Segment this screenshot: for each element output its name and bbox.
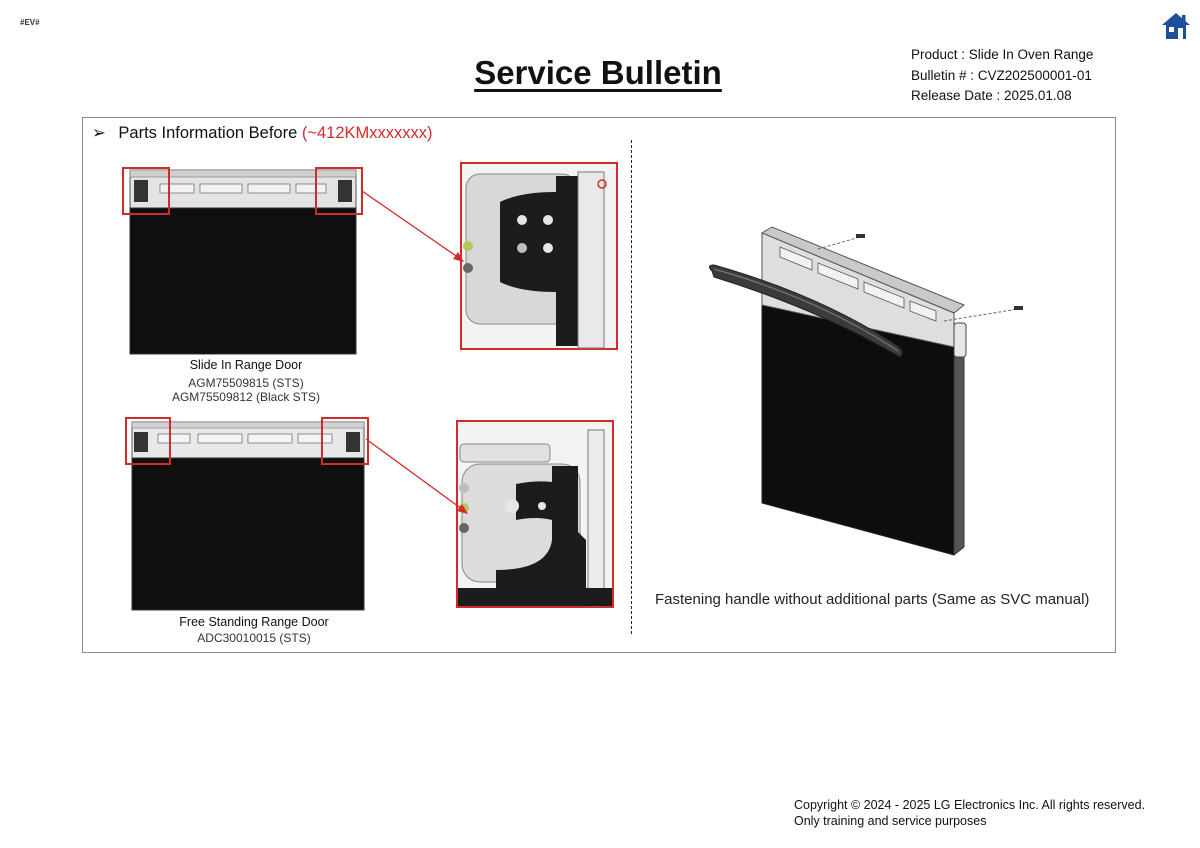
section-divider bbox=[631, 140, 632, 634]
assembly-note: Fastening handle without additional part… bbox=[655, 591, 1090, 608]
usage-purpose-text: Only training and service purposes bbox=[794, 814, 987, 828]
part-code: AGM75509815 (STS) bbox=[188, 376, 304, 390]
copyright-text: Copyright © 2024 - 2025 LG Electronics I… bbox=[794, 798, 1146, 812]
footer: Copyright © 2024 - 2025 LG Electronics I… bbox=[794, 797, 1145, 829]
free-standing-door-caption: Free Standing Range Door ADC30010015 (ST… bbox=[162, 615, 346, 645]
page-title: Service Bulletin bbox=[474, 54, 722, 91]
part-code: ADC30010015 (STS) bbox=[197, 631, 311, 645]
slide-in-bracket-detail bbox=[460, 162, 618, 350]
bullet-arrow-icon: ➢ bbox=[92, 124, 106, 142]
section-heading: ➢ Parts Information Before (~412KMxxxxxx… bbox=[92, 123, 433, 143]
bulletin-number: Bulletin # : CVZ202500001-01 bbox=[911, 67, 1092, 83]
free-standing-door-drawing bbox=[125, 417, 369, 611]
part-name: Slide In Range Door bbox=[189, 358, 303, 372]
part-name: Free Standing Range Door bbox=[179, 615, 329, 629]
document-tag: #EV# bbox=[20, 18, 40, 27]
serial-range-highlight: (~412KMxxxxxxx) bbox=[301, 124, 433, 142]
slide-in-door-caption: Slide In Range Door AGM75509815 (STS) AG… bbox=[158, 358, 334, 404]
content-panel bbox=[82, 117, 1116, 653]
door-handle-assembly-drawing bbox=[708, 226, 1023, 557]
slide-in-door-drawing bbox=[122, 167, 363, 355]
bulletin-meta: Product : Slide In Oven Range Bulletin #… bbox=[911, 45, 1093, 107]
callout-arrow-1 bbox=[361, 190, 464, 262]
release-date: Release Date : 2025.01.08 bbox=[911, 88, 1072, 103]
part-code: AGM75509812 (Black STS) bbox=[171, 390, 321, 404]
free-standing-bracket-detail bbox=[456, 420, 614, 608]
product-line: Product : Slide In Oven Range bbox=[911, 47, 1094, 62]
section-heading-text: Parts Information Before bbox=[118, 124, 298, 142]
callout-arrow-2 bbox=[365, 438, 468, 514]
home-icon[interactable] bbox=[1160, 10, 1192, 42]
